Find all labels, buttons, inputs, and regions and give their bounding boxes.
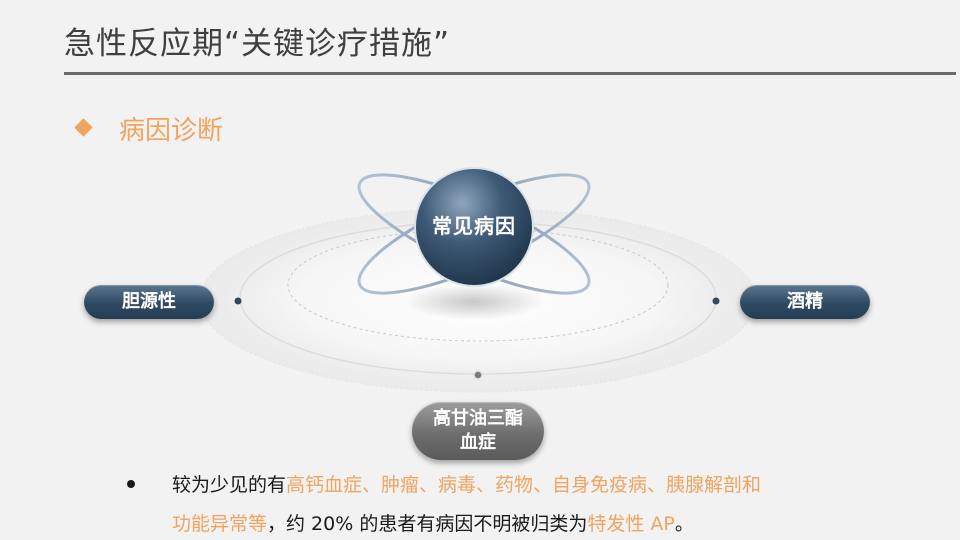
cause-pill-alcohol: 酒精: [740, 285, 870, 319]
body-line-2: 功能异常等，约 20% 的患者有病因不明被归类为特发性 AP。: [172, 509, 694, 536]
body-text: 。: [674, 513, 694, 535]
list-bullet: [127, 480, 135, 488]
cause-pill-line1: 高甘油三酯: [433, 408, 523, 429]
bottom-connector-dot: [473, 370, 483, 380]
highlight-text: 特发性 AP: [587, 513, 675, 535]
section-title: 病因诊断: [119, 116, 224, 146]
center-sphere: [414, 167, 534, 287]
highlight-text: 高钙血症、肿瘤、病毒、药物、自身免疫病、胰腺解剖和: [286, 474, 762, 496]
page-title: 急性反应期“关键诊疗措施”: [64, 26, 451, 62]
sphere-shadow: [404, 284, 544, 320]
right-connector-dot: [712, 297, 720, 305]
left-connector-dot: [234, 297, 242, 305]
center-label: 常见病因: [432, 214, 516, 238]
cause-pill-line2: 血症: [460, 432, 496, 453]
body-text: 较为少见的有: [172, 474, 287, 496]
body-text: ，约 20% 的患者有病因不明被归类为: [267, 513, 588, 535]
highlight-text: 功能异常等: [172, 513, 268, 535]
inner-disc: [287, 228, 669, 342]
body-line-1: 较为少见的有高钙血症、肿瘤、病毒、药物、自身免疫病、胰腺解剖和: [172, 470, 761, 497]
cause-pill-biliary: 胆源性: [84, 285, 214, 319]
cause-pill-hypertriglyceridemia: 高甘油三酯 血症: [412, 402, 544, 460]
title-divider: [64, 72, 956, 75]
